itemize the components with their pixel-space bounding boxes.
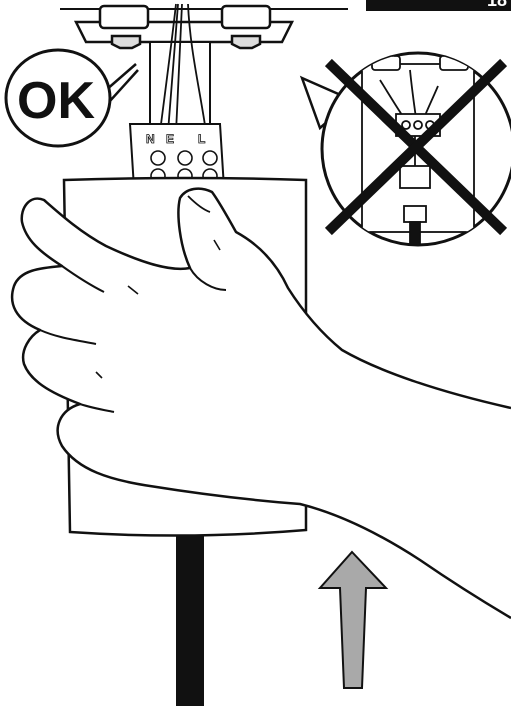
hand xyxy=(12,189,511,618)
terminal-label-e: E xyxy=(166,132,174,146)
terminal-label-l: L xyxy=(198,132,205,146)
cable xyxy=(176,536,204,706)
arrow-up-icon xyxy=(320,552,386,688)
terminal-label-n: N xyxy=(146,132,155,146)
ok-label: OK xyxy=(17,72,95,130)
